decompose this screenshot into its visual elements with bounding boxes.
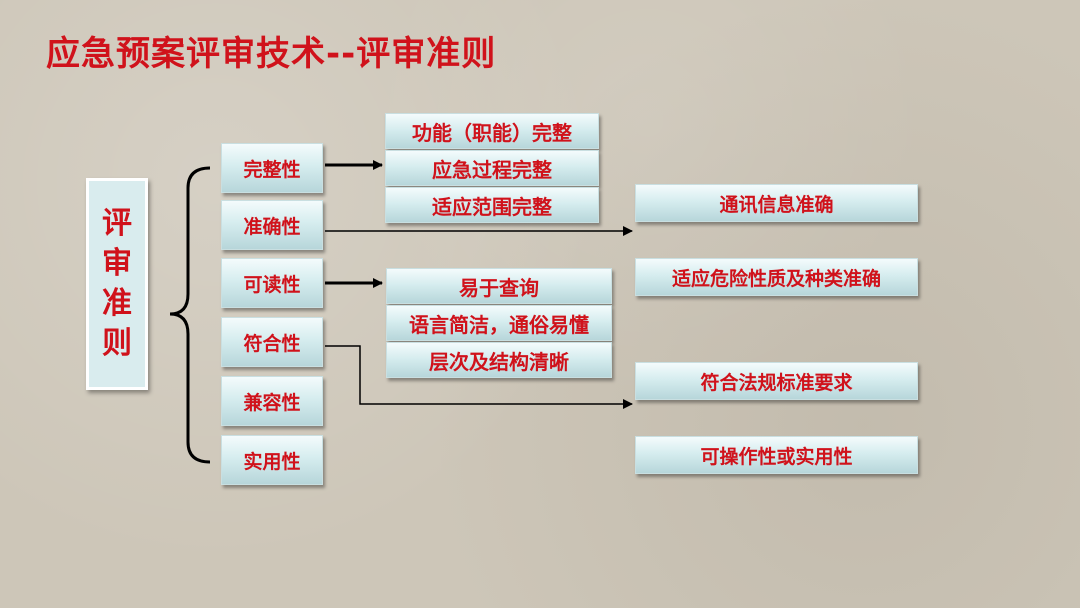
right-item-regulation: 符合法规标准要求 [635, 362, 918, 400]
readability-item: 语言简洁，通俗易懂 [386, 305, 612, 341]
criterion-practicality: 实用性 [221, 435, 323, 485]
criterion-completeness: 完整性 [221, 143, 323, 193]
right-item-operability: 可操作性或实用性 [635, 436, 918, 474]
root-char: 准 [102, 286, 132, 321]
readability-item: 层次及结构清晰 [386, 342, 612, 378]
curly-brace [169, 166, 211, 464]
criterion-accuracy: 准确性 [221, 200, 323, 250]
page-title: 应急预案评审技术--评审准则 [46, 34, 497, 74]
completeness-item: 功能（职能）完整 [385, 113, 599, 149]
root-char: 评 [102, 206, 132, 241]
criterion-readability: 可读性 [221, 258, 323, 308]
root-char: 审 [102, 246, 132, 281]
criterion-conformity: 符合性 [221, 317, 323, 367]
readability-item: 易于查询 [386, 268, 612, 304]
root-char: 则 [102, 326, 132, 361]
review-criteria-root-box: 评 审 准 则 [86, 178, 148, 390]
arrow-conformity [325, 345, 633, 409]
completeness-item: 应急过程完整 [385, 150, 599, 186]
right-item-communication: 通讯信息准确 [635, 184, 918, 222]
criterion-compatibility: 兼容性 [221, 376, 323, 426]
completeness-item: 适应范围完整 [385, 187, 599, 223]
right-item-hazard-type: 适应危险性质及种类准确 [635, 258, 918, 296]
